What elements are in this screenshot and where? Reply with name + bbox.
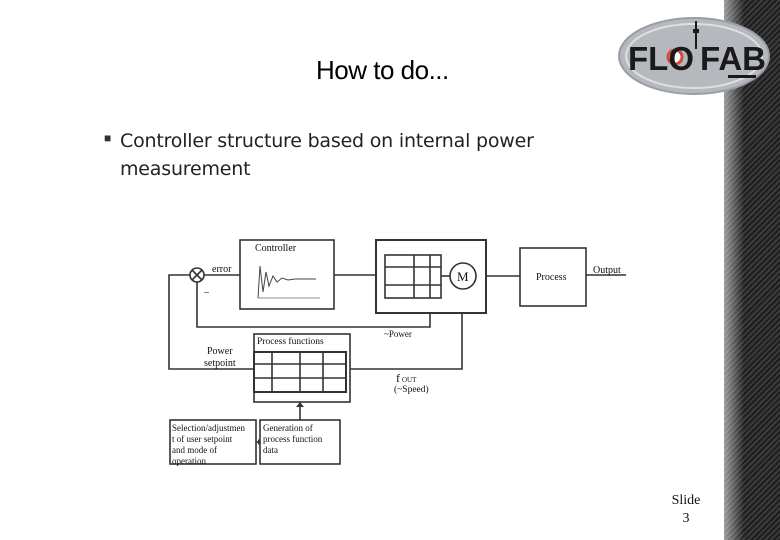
- power-setpoint-label-1: Power: [207, 346, 233, 357]
- power-feedback-label: ~Power: [384, 329, 412, 339]
- logo-tower-mast: [695, 21, 697, 49]
- process-functions-label: Process functions: [257, 336, 324, 347]
- line-power-setpoint: [168, 274, 254, 370]
- bullet-text: Controller structure based on internal p…: [120, 130, 534, 180]
- selection-text-1: Selection/adjustmen: [172, 423, 245, 433]
- slide-title: How to do...: [316, 55, 449, 85]
- square-bullet-icon: ■: [104, 131, 112, 145]
- controller-structure-diagram: Controller error – M Process Output ~Pow…: [168, 239, 626, 466]
- logo-graphic: FLO FAB: [618, 17, 770, 95]
- flofab-logo: FLO FAB: [616, 15, 772, 97]
- error-label: error: [212, 264, 232, 275]
- generation-text-1: Generation of: [263, 423, 313, 433]
- logo-tower-top: [693, 29, 699, 33]
- junction-cross-b: [191, 269, 203, 281]
- line-power-feedback: [196, 282, 431, 328]
- selection-text-4: operation: [172, 456, 206, 466]
- slide-number: Slide 3: [664, 492, 708, 528]
- drive-inner-box: [384, 254, 442, 299]
- motor-drive-box: [375, 239, 487, 314]
- logo-text-left: FLO: [628, 40, 694, 77]
- bullet-point: ■ Controller structure based on internal…: [104, 127, 584, 183]
- process-label: Process: [536, 272, 567, 283]
- logo-text-right: FAB: [700, 40, 766, 77]
- slide-label-text: Slide: [671, 493, 701, 508]
- line-speed-feedback: [350, 313, 463, 370]
- fout-subscript: OUT: [402, 376, 417, 384]
- generation-text-2: process function: [263, 434, 323, 444]
- step-response-curve: [257, 265, 316, 299]
- logo-ring: [666, 48, 684, 66]
- fout-label: f: [396, 371, 400, 385]
- arrow-right-head: [258, 439, 261, 445]
- speed-label: (~Speed): [394, 384, 429, 395]
- generation-text-3: data: [263, 445, 278, 455]
- process-box: [519, 247, 587, 307]
- selection-text-3: and mode of: [172, 445, 217, 455]
- power-setpoint-label-2: setpoint: [204, 358, 236, 369]
- logo-ellipse-inner: [625, 23, 763, 89]
- motor-label: M: [457, 269, 469, 284]
- arrow-up-head: [296, 402, 304, 407]
- controller-label: Controller: [255, 243, 297, 254]
- minus-label: –: [203, 287, 210, 298]
- logo-underline: [728, 75, 756, 78]
- output-label: Output: [593, 265, 621, 276]
- decorative-edge-fade: [724, 0, 744, 540]
- selection-text-2: t of user setpoint: [172, 434, 233, 444]
- slide-number-value: 3: [682, 511, 690, 526]
